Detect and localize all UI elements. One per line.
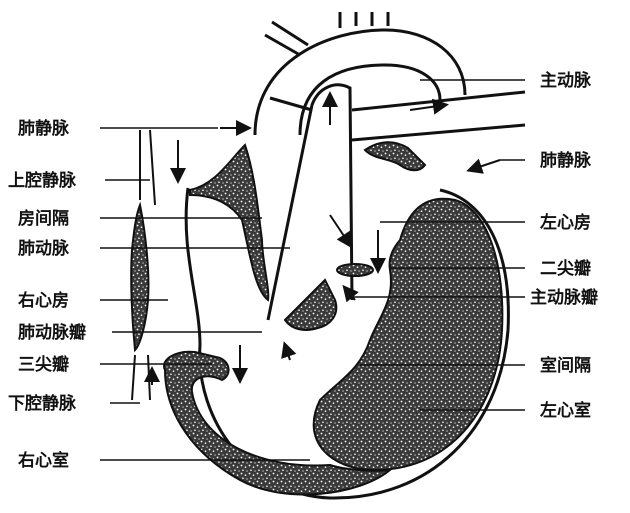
label-inferior-vena-cava: 下腔静脉 xyxy=(8,393,77,414)
label-pulmonary-vein-left: 肺静脉 xyxy=(18,118,70,139)
label-aorta: 主动脉 xyxy=(540,70,592,91)
label-superior-vena-cava: 上腔静脉 xyxy=(8,170,77,191)
right-atrium-wall xyxy=(190,145,268,300)
label-interatrial-septum: 房间隔 xyxy=(18,208,69,229)
superior-vena-cava-wall xyxy=(131,205,148,350)
label-left-atrium: 左心房 xyxy=(540,212,591,233)
left-label-group: 肺静脉 上腔静脉 房间隔 肺动脉 右心房 肺动脉瓣 三尖瓣 下腔静脉 右心室 xyxy=(8,118,86,471)
aorta xyxy=(255,12,465,135)
label-aortic-valve: 主动脉瓣 xyxy=(530,287,598,308)
left-atrium-wall xyxy=(365,142,425,170)
label-right-ventricle: 右心室 xyxy=(18,450,69,471)
label-interventricular-septum: 室间隔 xyxy=(540,355,591,376)
right-label-group: 主动脉 肺静脉 左心房 二尖瓣 主动脉瓣 室间隔 左心室 xyxy=(530,70,598,421)
septum-upper xyxy=(285,280,336,330)
label-left-ventricle: 左心室 xyxy=(540,400,591,421)
label-pulmonary-vein-right: 肺静脉 xyxy=(540,150,592,171)
label-pulmonary-artery: 肺动脉 xyxy=(18,238,70,259)
label-pulmonary-valve: 肺动脉瓣 xyxy=(18,322,86,343)
mitral-valve xyxy=(337,264,373,276)
label-tricuspid-valve: 三尖瓣 xyxy=(18,354,69,375)
label-mitral-valve: 二尖瓣 xyxy=(540,258,591,279)
label-right-atrium: 右心房 xyxy=(18,290,69,311)
